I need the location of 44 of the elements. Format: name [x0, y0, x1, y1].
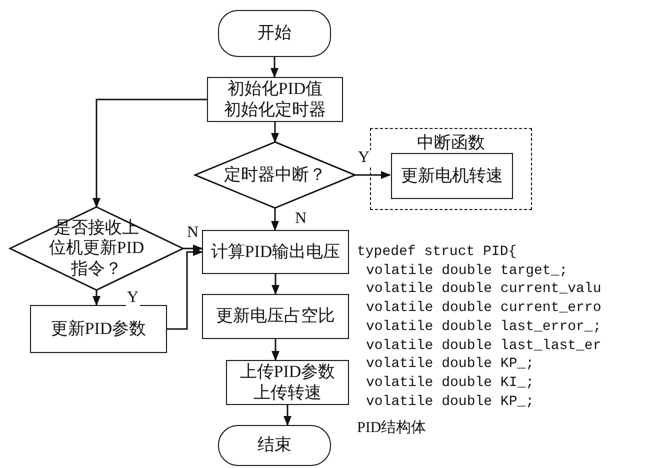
struct-caption: PID结构体	[357, 421, 426, 436]
arrow	[270, 57, 278, 78]
arrow	[272, 339, 280, 361]
node-text: 更新电压占空比	[216, 306, 335, 327]
node-text: 更新电机转速	[401, 166, 503, 186]
process-box	[391, 153, 513, 199]
code-line: volatile double KP_;	[366, 357, 534, 372]
edge-label: Y	[126, 290, 140, 306]
node-text: 上传PID参数上传转速	[238, 362, 336, 403]
group-heading: 中断函数	[417, 133, 485, 154]
code-line: volatile double current_valu	[366, 282, 602, 296]
code-line: volatile double target_;	[366, 264, 568, 278]
arrow	[183, 244, 203, 252]
code-line: volatile double KP_;	[366, 394, 534, 409]
node-text: 更新PID参数	[50, 318, 146, 340]
decision-diamond	[10, 207, 183, 290]
node-text: 结束	[258, 435, 292, 456]
dashed-group-box	[370, 128, 532, 210]
code-line: volatile double last_error_;	[366, 320, 602, 334]
code-line: volatile double last_last_er	[366, 338, 602, 352]
code-line: volatile double KI_;	[366, 376, 534, 390]
arrow	[271, 122, 279, 143]
code-line: typedef struct PID{	[357, 245, 517, 259]
process-box	[202, 230, 349, 274]
arrow	[284, 405, 292, 426]
arrow	[355, 171, 391, 179]
node-text: 定时器中断？	[224, 164, 326, 186]
arrow	[92, 290, 100, 306]
arrow	[272, 274, 280, 295]
process-box	[226, 360, 349, 405]
node-text: 开始	[258, 23, 292, 44]
arrow	[167, 248, 203, 330]
edge-label: Y	[357, 150, 371, 166]
node-text: 计算PID输出电压	[210, 242, 340, 262]
process-box	[30, 305, 167, 353]
arrow	[92, 98, 207, 208]
process-box	[202, 294, 349, 339]
terminal-node	[218, 10, 331, 57]
code-line: volatile double current_erro	[366, 301, 602, 316]
process-box	[207, 77, 343, 122]
node-text: 初始化PID值初始化定时器	[223, 79, 327, 120]
terminal-node	[218, 425, 331, 466]
decision-diamond	[195, 142, 355, 208]
arrow	[271, 208, 279, 231]
